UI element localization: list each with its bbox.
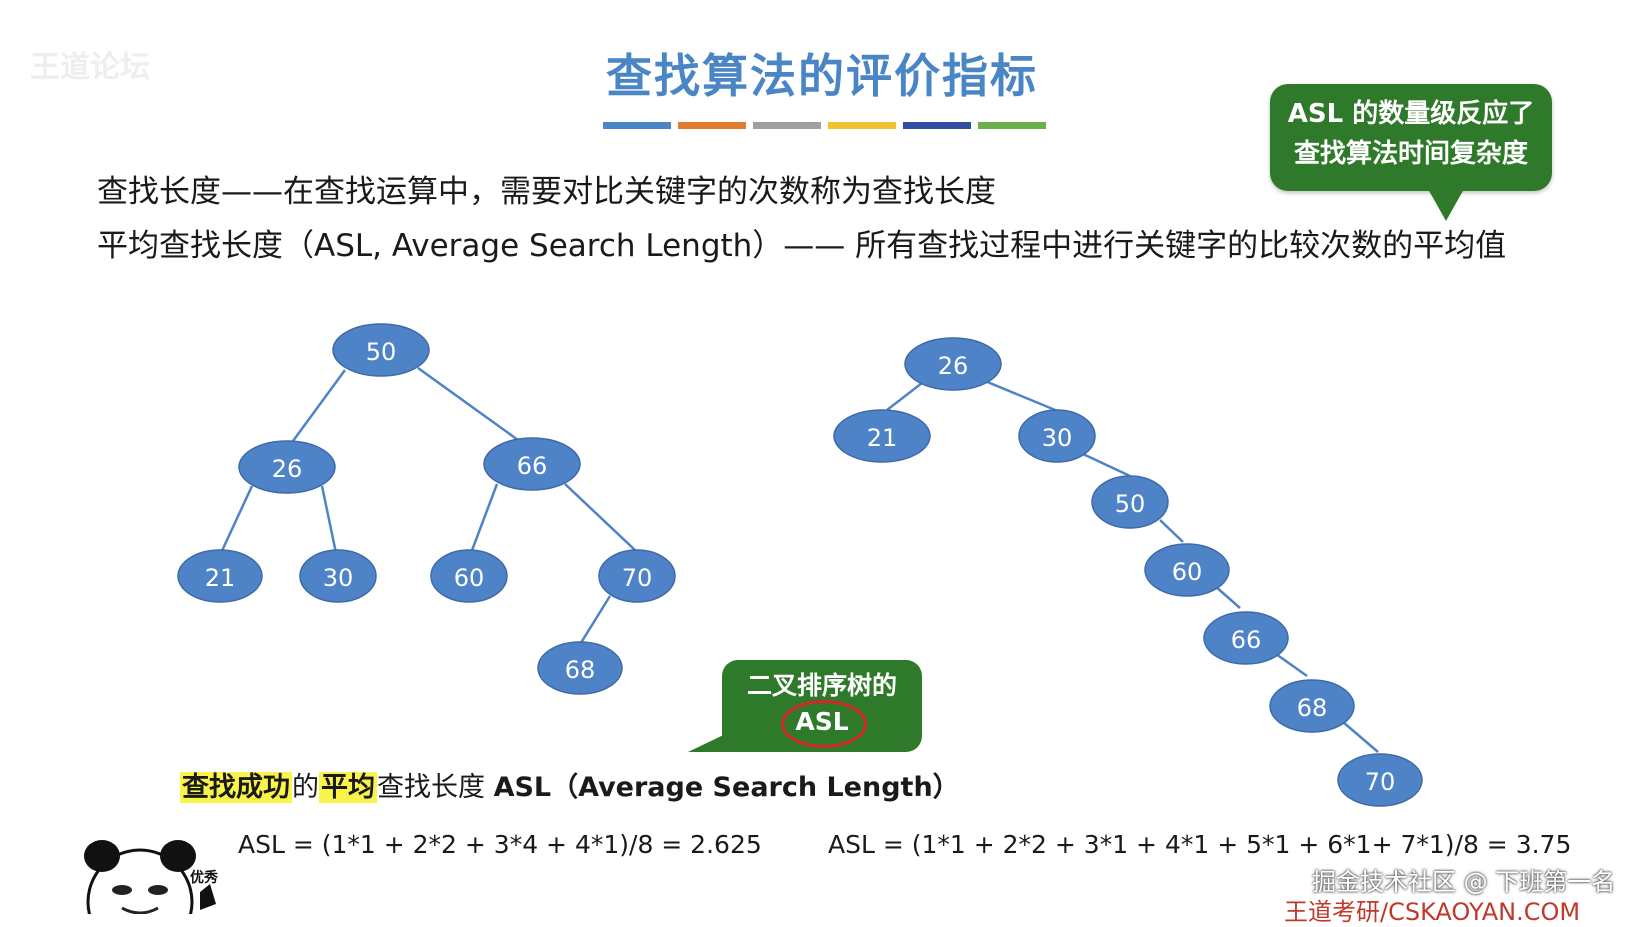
panda-ear-right-icon <box>160 840 196 872</box>
callout-mid-line2-wrap: ASL <box>781 700 868 748</box>
edge-r50-r60 <box>1159 519 1184 543</box>
red-circle-annotation <box>781 700 868 748</box>
watermark-juejin: 掘金技术社区 @ 下班第一名 <box>1312 868 1616 896</box>
node-label: 66 <box>1231 626 1262 654</box>
edge-66-70 <box>564 483 637 552</box>
callout-top-tail <box>1428 189 1464 221</box>
edge-r26-r21 <box>886 382 923 411</box>
node-label: 50 <box>366 338 397 366</box>
tree-node: 30 <box>1018 409 1096 463</box>
node-label: 50 <box>1115 490 1146 518</box>
panda-sticker: 优秀 <box>84 840 219 914</box>
highlight-search-success: 查找成功 <box>180 772 292 803</box>
node-label: 21 <box>205 564 236 592</box>
node-label: 30 <box>323 564 354 592</box>
tree-node: 60 <box>430 549 508 603</box>
panda-ear-left-icon <box>84 840 120 872</box>
sticker-text: 优秀 <box>190 869 219 886</box>
title-bar-segment <box>903 122 971 129</box>
node-label: 68 <box>565 656 596 684</box>
node-label: 70 <box>622 564 653 592</box>
edge-50-26 <box>291 369 347 442</box>
title-bar-segment <box>753 122 821 129</box>
formula-left-tree: ASL = (1*1 + 2*2 + 3*4 + 4*1)/8 = 2.625 <box>238 830 762 859</box>
title-bar-segment <box>828 122 896 129</box>
thumbs-up-icon <box>200 884 216 910</box>
edge-66-60 <box>469 483 499 554</box>
watermark-top-left: 王道论坛 <box>30 50 150 85</box>
tree-node: 68 <box>537 641 623 695</box>
edge-26-30 <box>320 485 338 554</box>
node-label: 21 <box>867 424 898 452</box>
tree-node: 21 <box>177 549 263 603</box>
callout-top-line2: 查找算法时间复杂度 <box>1293 139 1528 169</box>
callout-asl-complexity: ASL 的数量级反应了 查找算法时间复杂度 <box>1270 84 1552 221</box>
tree-node: 50 <box>332 323 430 377</box>
node-label: 68 <box>1297 694 1328 722</box>
edge-r30-r50 <box>1082 452 1131 478</box>
node-label: 60 <box>454 564 485 592</box>
caption-text-2: 查找长度 <box>377 772 494 803</box>
edge-r60-r66 <box>1214 585 1241 609</box>
caption-text-1: 的 <box>292 772 319 803</box>
tree-node: 70 <box>1337 753 1423 807</box>
highlight-average: 平均 <box>319 772 377 803</box>
tree-node: 50 <box>1091 475 1169 529</box>
edge-r68-r70 <box>1342 721 1379 753</box>
edge-r26-r30 <box>984 379 1061 414</box>
tree-left-edges <box>219 366 637 647</box>
node-label: 30 <box>1042 424 1073 452</box>
node-label: 26 <box>272 455 303 483</box>
tree-node: 26 <box>904 337 1002 391</box>
tree-node: 68 <box>1269 679 1355 733</box>
title-bar-segment <box>678 122 746 129</box>
title-bar-segment <box>603 122 671 129</box>
tree-node: 70 <box>598 549 676 603</box>
callout-top-line1: ASL 的数量级反应了 <box>1287 99 1535 129</box>
tree-node: 66 <box>483 437 581 491</box>
tree-node: 21 <box>833 409 931 463</box>
tree-right-edges <box>886 379 1379 753</box>
node-label: 70 <box>1365 768 1396 796</box>
title-bar-segment <box>978 122 1046 129</box>
callout-bst-asl: 二叉排序树的 ASL <box>688 660 922 752</box>
node-label: 26 <box>938 352 969 380</box>
edge-50-66 <box>417 366 519 442</box>
definition-average-search-length: 平均查找长度（ASL, Average Search Length）—— 所有查… <box>97 228 1507 264</box>
callout-mid-line1: 二叉排序树的 <box>746 671 897 700</box>
asl-caption: 查找成功的平均查找长度 ASL（Average Search Length） <box>180 765 960 804</box>
watermark-cskaoyan: 王道考研/CSKAOYAN.COM <box>1284 898 1581 926</box>
tree-node: 30 <box>299 549 377 603</box>
tree-node: 26 <box>238 440 336 494</box>
tree-node: 66 <box>1203 611 1289 665</box>
formula-right-tree: ASL = (1*1 + 2*2 + 3*1 + 4*1 + 5*1 + 6*1… <box>828 830 1572 859</box>
tree-node: 60 <box>1144 543 1230 597</box>
edge-26-21 <box>219 485 254 554</box>
edge-70-68 <box>577 595 612 647</box>
definition-search-length: 查找长度——在查找运算中，需要对比关键字的次数称为查找长度 <box>97 174 996 210</box>
page-title: 查找算法的评价指标 <box>606 49 1038 103</box>
callout-mid-tail <box>688 728 738 752</box>
node-label: 60 <box>1172 558 1203 586</box>
edge-r66-r68 <box>1275 652 1308 678</box>
node-label: 66 <box>517 452 548 480</box>
caption-asl-bold: ASL（Average Search Length） <box>493 772 960 803</box>
